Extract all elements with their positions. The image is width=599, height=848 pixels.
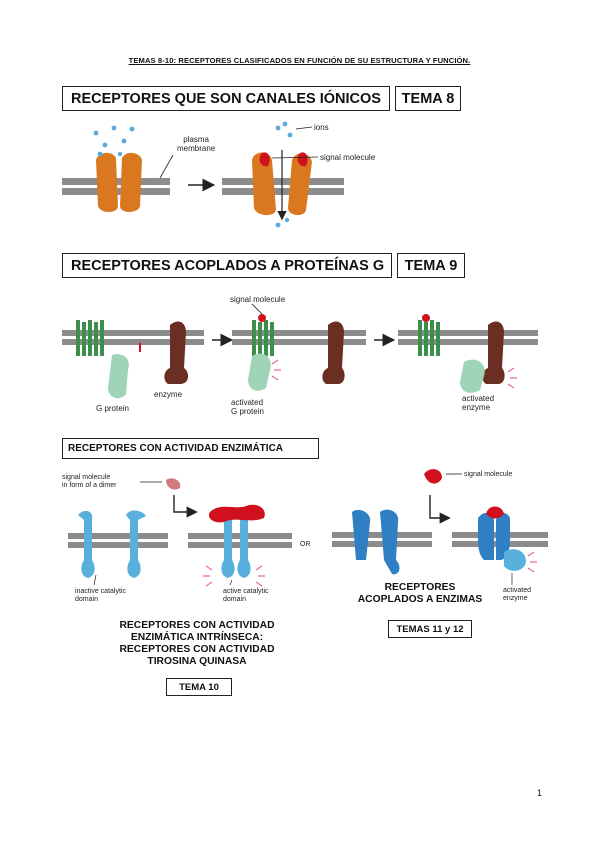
enzyme-coupled-active [452, 506, 548, 573]
label-inactive-domain: inactive catalytic domain [75, 588, 126, 603]
page-title: TEMAS 8-10: RECEPTORES CLASIFICADOS EN F… [128, 56, 471, 65]
page-number: 1 [537, 788, 543, 798]
caption-intrinsic-enzymatic: RECEPTORES CON ACTIVIDAD ENZIMÁTICA INTR… [119, 620, 275, 667]
section-heading-ion-channel: RECEPTORES QUE SON CANALES IÓNICOS [62, 86, 390, 111]
g-protein-panel-3 [398, 314, 538, 393]
label-ions: ions [314, 123, 329, 132]
section-heading-g-protein: RECEPTORES ACOPLADOS A PROTEÍNAS G [62, 253, 392, 278]
g-protein-panel-1 [62, 320, 204, 399]
enzyme-coupled-inactive [332, 509, 432, 575]
label-activated-g-protein: activated G protein [231, 398, 264, 416]
label-enzyme: enzyme [154, 390, 183, 399]
tema-11-12-badge: TEMAS 11 y 12 [388, 620, 472, 638]
rtk-active [188, 504, 292, 587]
ion-channel-open [222, 150, 344, 221]
ions-extracellular [93, 125, 135, 157]
label-g-protein: G protein [96, 404, 129, 413]
label-signal-molecule-ion: signal molecule [320, 153, 376, 162]
rtk-inactive [68, 510, 168, 578]
label-plasma-membrane: plasma membrane [177, 135, 216, 153]
section-heading-enzymatic: RECEPTORES CON ACTIVIDAD ENZIMÁTICA [62, 438, 319, 459]
tema-9-badge: TEMA 9 [397, 253, 465, 278]
label-activated-enzyme-g: activated enzyme [462, 394, 495, 412]
tema-10-badge: TEMA 10 [166, 678, 232, 696]
label-active-domain: active catalytic domain [223, 588, 269, 603]
label-signal-molecule-g: signal molecule [230, 295, 286, 304]
g-protein-panel-2 [232, 314, 366, 391]
caption-enzyme-coupled: RECEPTORES ACOPLADOS A ENZIMAS [357, 582, 483, 605]
label-or: OR [300, 541, 311, 548]
tema-8-badge: TEMA 8 [395, 86, 461, 111]
label-activated-enzyme-e: activated enzyme [503, 587, 532, 602]
ion-channel-closed [62, 152, 170, 212]
label-signal-molecule-enzyme: signal molecule [464, 471, 513, 478]
label-dimer: signal molecule in form of a dimer [62, 474, 117, 489]
